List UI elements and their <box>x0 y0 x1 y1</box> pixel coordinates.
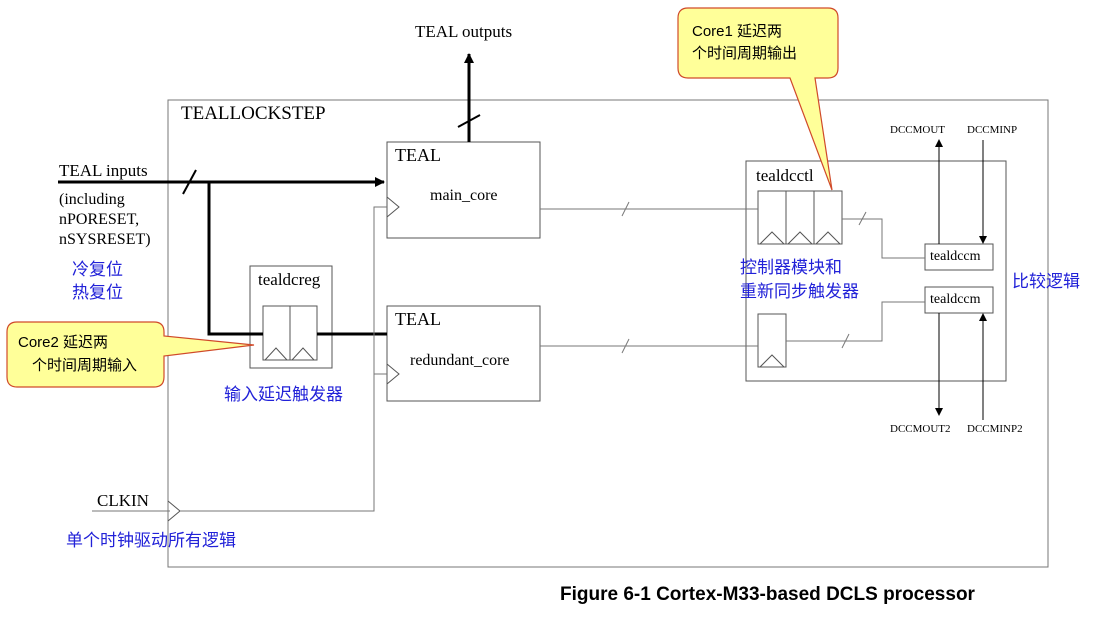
sync-flop-to-dccm-slash <box>841 333 850 349</box>
tealdcctl-flop-clock-2 <box>787 231 813 245</box>
teallockstep-block <box>167 99 1049 568</box>
tealdccm-top-label: tealdccm <box>930 249 981 264</box>
controller-module-label: 控制器模块和 <box>740 258 842 277</box>
figure-caption: Figure 6-1 Cortex-M33-based DCLS process… <box>560 584 975 605</box>
clock-to-main-core-line <box>373 206 387 374</box>
inputs-note-line-3: nSYSRESET) <box>59 231 151 248</box>
redundant-core-block <box>386 305 541 402</box>
input-delay-flop-label: 输入延迟触发器 <box>224 385 343 404</box>
compare-region <box>745 160 1007 382</box>
tealdcctl-to-dccm-slash <box>858 211 867 226</box>
redundant-sync-flop <box>757 313 787 368</box>
tealdcreg-flop-2 <box>289 305 318 361</box>
inputs-note-line-1: (including <box>59 191 125 208</box>
sync-flop-to-dccm-line <box>786 301 925 342</box>
redundant-core-output-slash <box>621 338 630 354</box>
main-core-clock-symbol <box>386 196 400 218</box>
tealdcctl-flop-3 <box>813 190 843 245</box>
dccminp2-label: DCCMINP2 <box>967 423 1023 435</box>
callout-core1-line-2: 个时间周期输出 <box>692 45 798 62</box>
callout-core2-line-1: Core2 延迟两 <box>18 334 109 351</box>
teal-inputs-label: TEAL inputs <box>59 161 148 180</box>
input-to-tealdcreg-bus <box>207 182 263 336</box>
teallockstep-label: TEALLOCKSTEP <box>181 103 326 124</box>
callout-core2-line-2: 个时间周期输入 <box>32 357 138 374</box>
tealdcctl-flop-clock-3 <box>815 231 841 245</box>
tealdccm-top-block <box>924 243 994 271</box>
tealdccm-bottom-block <box>924 286 994 314</box>
main-core-output-slash <box>621 201 630 217</box>
tealdcctl-label: tealdcctl <box>756 166 814 185</box>
tealdcctl-to-dccm-line <box>842 218 925 259</box>
tealdcreg-flop-1 <box>262 305 291 361</box>
tealdcreg-label: tealdcreg <box>258 270 321 289</box>
redundant-sync-flop-clock <box>759 354 785 368</box>
main-core-block <box>386 141 541 239</box>
tealdcreg-block <box>249 265 333 369</box>
teal-inputs-bus-slash <box>182 169 197 195</box>
redundant-core-teal-label: TEAL <box>395 309 441 329</box>
single-clock-label: 单个时钟驱动所有逻辑 <box>66 531 236 550</box>
redundant-core-label: redundant_core <box>410 352 510 369</box>
tealdcreg-flop-clock-1 <box>264 347 288 361</box>
tealdcreg-flop-clock-2 <box>291 347 315 361</box>
dccmout-label: DCCMOUT <box>890 124 946 136</box>
main-core-label: main_core <box>430 187 498 204</box>
clkin-label: CLKIN <box>97 491 149 510</box>
inputs-note-line-2: nPORESET, <box>59 211 140 228</box>
redundant-core-clock-symbol <box>386 363 400 385</box>
resync-flop-label: 重新同步触发器 <box>740 282 859 301</box>
cold-reset-label: 冷复位 <box>72 260 123 279</box>
compare-logic-label: 比较逻辑 <box>1012 272 1080 291</box>
dccmout2-label: DCCMOUT2 <box>890 423 951 435</box>
dccminp-label: DCCMINP <box>967 124 1018 136</box>
main-core-teal-label: TEAL <box>395 145 441 165</box>
teal-outputs-label: TEAL outputs <box>415 22 513 41</box>
tealdccm-bottom-label: tealdccm <box>930 292 981 307</box>
warm-reset-label: 热复位 <box>72 283 123 302</box>
callout-core2-bubble <box>6 321 255 388</box>
callout-core1-bubble <box>677 7 839 191</box>
tealdcctl-flop-2 <box>785 190 815 245</box>
tealdcctl-flop-clock-1 <box>759 231 785 245</box>
callout-core1-line-1: Core1 延迟两 <box>692 23 783 40</box>
teal-outputs-bus-slash <box>457 114 481 128</box>
tealdcctl-flop-1 <box>757 190 787 245</box>
clock-distribution-line <box>180 373 387 512</box>
